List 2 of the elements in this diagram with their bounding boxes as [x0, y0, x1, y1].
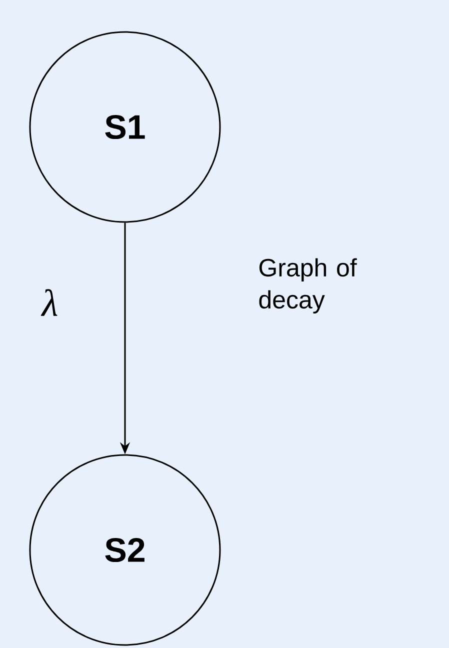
note: Graph of decay [259, 258, 357, 314]
edge-label: λ [40, 289, 58, 316]
